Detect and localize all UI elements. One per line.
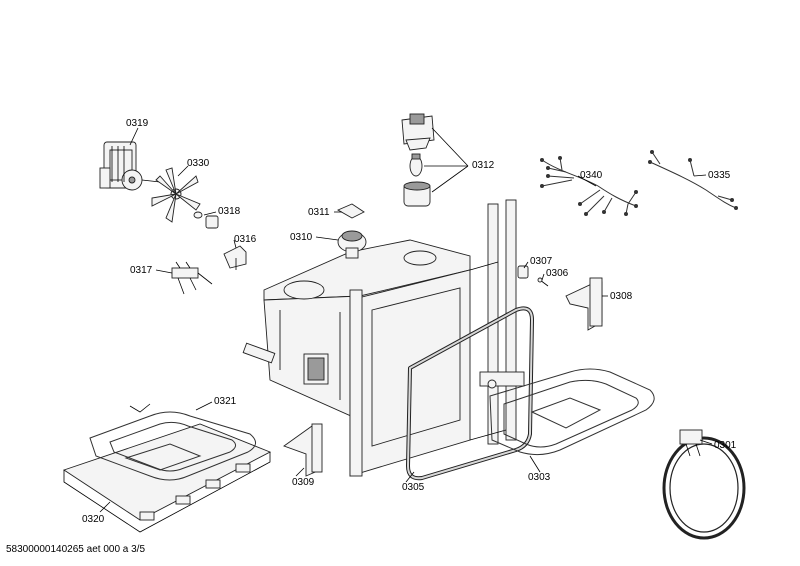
label-0303: 0303 — [528, 472, 551, 483]
wiring-harness-0340-part — [540, 156, 638, 216]
lamp-bulb-part — [409, 153, 423, 177]
washer-part — [193, 211, 219, 229]
label-0312: 0312 — [472, 160, 495, 171]
lamp-cover-part — [403, 181, 431, 207]
label-0319: 0319 — [126, 118, 149, 129]
fan-motor-part — [99, 141, 161, 191]
label-0305: 0305 — [402, 482, 425, 493]
leader-lines — [99, 127, 713, 513]
bracket-0316-part — [223, 245, 247, 270]
oven-cavity-part — [242, 239, 471, 421]
bracket-0309-part — [283, 423, 323, 477]
label-0311: 0311 — [308, 207, 330, 218]
label-0310: 0310 — [290, 232, 313, 243]
sensor-0317-part — [171, 261, 213, 295]
part-labels: 0319 0330 0318 0316 0317 0311 0310 0312 … — [82, 118, 737, 525]
label-0307: 0307 — [530, 256, 553, 267]
label-0309: 0309 — [292, 477, 315, 488]
label-0335: 0335 — [708, 170, 731, 181]
label-0316: 0316 — [234, 234, 257, 245]
wiring-harness-0335-part — [648, 150, 738, 210]
label-0301: 0301 — [714, 440, 737, 451]
oven-front-frame-part — [349, 199, 517, 477]
bracket-0308-part — [565, 277, 603, 331]
label-0306: 0306 — [546, 268, 569, 279]
grill-heating-element-part — [479, 368, 655, 456]
label-0318: 0318 — [218, 206, 241, 217]
label-0340: 0340 — [580, 170, 603, 181]
bottom-heater-tray-part — [62, 403, 272, 533]
fixing-parts-0306-0307 — [517, 265, 549, 287]
label-0330: 0330 — [187, 158, 210, 169]
label-0321: 0321 — [214, 396, 237, 407]
fan-wheel-part — [151, 167, 201, 223]
label-0320: 0320 — [82, 514, 105, 525]
lamp-holder-part — [401, 113, 435, 151]
label-0317: 0317 — [130, 265, 153, 276]
document-id-footer: 58300000140265 aet 000 a 3/5 — [6, 544, 146, 555]
label-0308: 0308 — [610, 291, 633, 302]
circular-heater-part — [662, 429, 746, 540]
thermostat-part — [337, 230, 367, 259]
clip-0311-part — [336, 203, 365, 219]
